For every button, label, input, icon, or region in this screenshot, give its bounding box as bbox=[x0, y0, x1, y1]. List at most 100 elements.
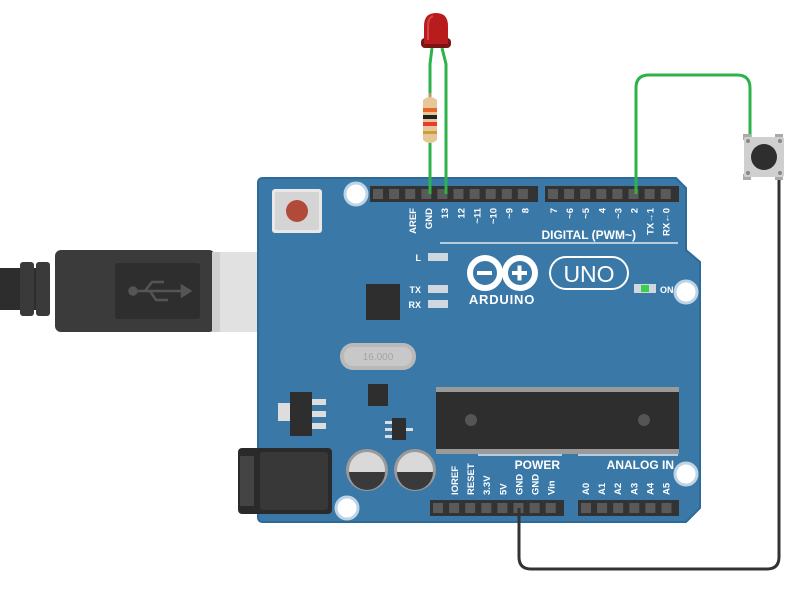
mounting-hole bbox=[673, 461, 699, 487]
pin-hole[interactable] bbox=[580, 189, 591, 199]
reset-button[interactable] bbox=[272, 189, 322, 233]
led-on-indicator: ON bbox=[634, 284, 674, 295]
led-body bbox=[424, 13, 448, 44]
voltage-regulator bbox=[278, 392, 326, 436]
wire-pin-2-to-button[interactable] bbox=[634, 73, 752, 194]
pin-hole[interactable] bbox=[481, 503, 492, 513]
analog-pin-label: A3 bbox=[629, 483, 640, 495]
pin-hole[interactable] bbox=[548, 189, 558, 199]
red-led[interactable] bbox=[421, 13, 451, 48]
pin-hole[interactable] bbox=[453, 189, 464, 199]
digital-pin-label: ~6 bbox=[565, 208, 576, 219]
pin-hole[interactable] bbox=[645, 503, 656, 513]
pin-hole[interactable] bbox=[644, 189, 655, 199]
pin-hole[interactable] bbox=[389, 189, 400, 199]
led-l-indicator: L bbox=[416, 253, 448, 263]
digital-pin-label: TX→1 bbox=[646, 207, 657, 235]
pin-hole[interactable] bbox=[421, 189, 432, 199]
pushbutton-cap[interactable] bbox=[751, 144, 777, 170]
microcontroller-chip bbox=[436, 387, 679, 454]
analog-pin-label: A2 bbox=[613, 483, 624, 495]
digital-pin-label: AREF bbox=[408, 208, 419, 234]
mounting-hole bbox=[673, 279, 699, 305]
pin-hole[interactable] bbox=[501, 189, 512, 199]
pin-hole[interactable] bbox=[596, 189, 607, 199]
digital-pin-label: ~5 bbox=[581, 207, 592, 219]
pin-hole[interactable] bbox=[597, 503, 608, 513]
analog-pin-label: A1 bbox=[597, 482, 608, 495]
power-pin-label: IOREF bbox=[450, 466, 461, 495]
analog-header-label: ANALOG IN bbox=[607, 458, 674, 472]
arduino-logo: ARDUINO UNO bbox=[467, 255, 629, 307]
arduino-uno-board[interactable]: 16.000 L TX RX ON bbox=[238, 177, 701, 523]
resistor-band bbox=[423, 131, 437, 134]
digital-pin-label: 2 bbox=[630, 208, 641, 213]
power-pin-label: 3.3V bbox=[482, 475, 493, 495]
wire-button-to-power-gnd[interactable] bbox=[517, 180, 781, 571]
led-tx-indicator: TX bbox=[409, 285, 448, 295]
wire-led-anode-to-pin-13[interactable] bbox=[440, 47, 448, 194]
pin-hole[interactable] bbox=[628, 189, 639, 199]
usb-interface-chip bbox=[366, 284, 400, 320]
pin-hole[interactable] bbox=[629, 503, 640, 513]
capacitor bbox=[346, 449, 388, 491]
pushbutton[interactable] bbox=[743, 134, 784, 180]
pin-hole[interactable] bbox=[497, 503, 508, 513]
capacitor bbox=[394, 449, 436, 491]
digital-pin-label: ~10 bbox=[489, 208, 500, 224]
power-pin-label: GND bbox=[514, 474, 525, 495]
analog-pin-label: A5 bbox=[662, 482, 673, 495]
pin-hole[interactable] bbox=[661, 503, 672, 513]
transistor bbox=[385, 418, 413, 440]
digital-pin-label: RX←0 bbox=[662, 208, 673, 236]
pin-hole[interactable] bbox=[465, 503, 476, 513]
pin-hole[interactable] bbox=[564, 189, 575, 199]
digital-pin-label: GND bbox=[424, 208, 435, 229]
crystal-label: 16.000 bbox=[363, 352, 394, 363]
power-pin-label: GND bbox=[531, 474, 542, 495]
resistor-body bbox=[423, 97, 437, 143]
pin-hole[interactable] bbox=[660, 189, 671, 199]
digital-pin-label: 13 bbox=[440, 208, 451, 219]
pin-hole[interactable] bbox=[437, 189, 448, 199]
pushbutton-corner-dot bbox=[778, 171, 782, 175]
pin-hole[interactable] bbox=[545, 503, 556, 513]
pin-hole[interactable] bbox=[485, 189, 496, 199]
pin-hole[interactable] bbox=[373, 189, 383, 199]
pin-hole[interactable] bbox=[613, 503, 624, 513]
pin-hole[interactable] bbox=[581, 503, 591, 513]
usb-cable[interactable] bbox=[0, 250, 324, 332]
mounting-hole bbox=[343, 181, 369, 207]
pin-hole[interactable] bbox=[612, 189, 623, 199]
bottom-pin-holes bbox=[433, 503, 672, 513]
pin-hole[interactable] bbox=[517, 189, 528, 199]
power-header-label: POWER bbox=[515, 458, 561, 472]
resistor[interactable] bbox=[423, 93, 437, 143]
small-chip bbox=[368, 384, 388, 406]
pin-hole[interactable] bbox=[449, 503, 460, 513]
digital-pin-label: ~3 bbox=[613, 208, 624, 219]
usb-plug-metal-edge bbox=[212, 252, 220, 332]
digital-pin-label: 7 bbox=[549, 208, 560, 213]
power-pin-label: 5V bbox=[498, 483, 509, 495]
pin-hole[interactable] bbox=[469, 189, 480, 199]
wires bbox=[428, 47, 781, 571]
led-rx-label: RX bbox=[408, 300, 421, 310]
resistor-band bbox=[423, 122, 437, 126]
wire-led-cathode-to-resistor[interactable] bbox=[428, 47, 434, 93]
digital-pin-label: ~11 bbox=[472, 207, 483, 223]
pin-hole[interactable] bbox=[405, 189, 416, 199]
digital-pin-label: ~9 bbox=[505, 208, 516, 219]
pushbutton-corner-dot bbox=[778, 139, 782, 143]
infinity-logo-icon bbox=[467, 255, 538, 291]
crystal-oscillator: 16.000 bbox=[340, 343, 416, 370]
digital-pin-label: 4 bbox=[597, 207, 608, 213]
led-l-label: L bbox=[416, 253, 422, 263]
pin-hole[interactable] bbox=[433, 503, 443, 513]
canvas-overlay-panel bbox=[660, 577, 812, 603]
usb-cable-ridge bbox=[20, 262, 34, 316]
pin-hole[interactable] bbox=[529, 503, 540, 513]
pushbutton-corner-dot bbox=[746, 139, 750, 143]
